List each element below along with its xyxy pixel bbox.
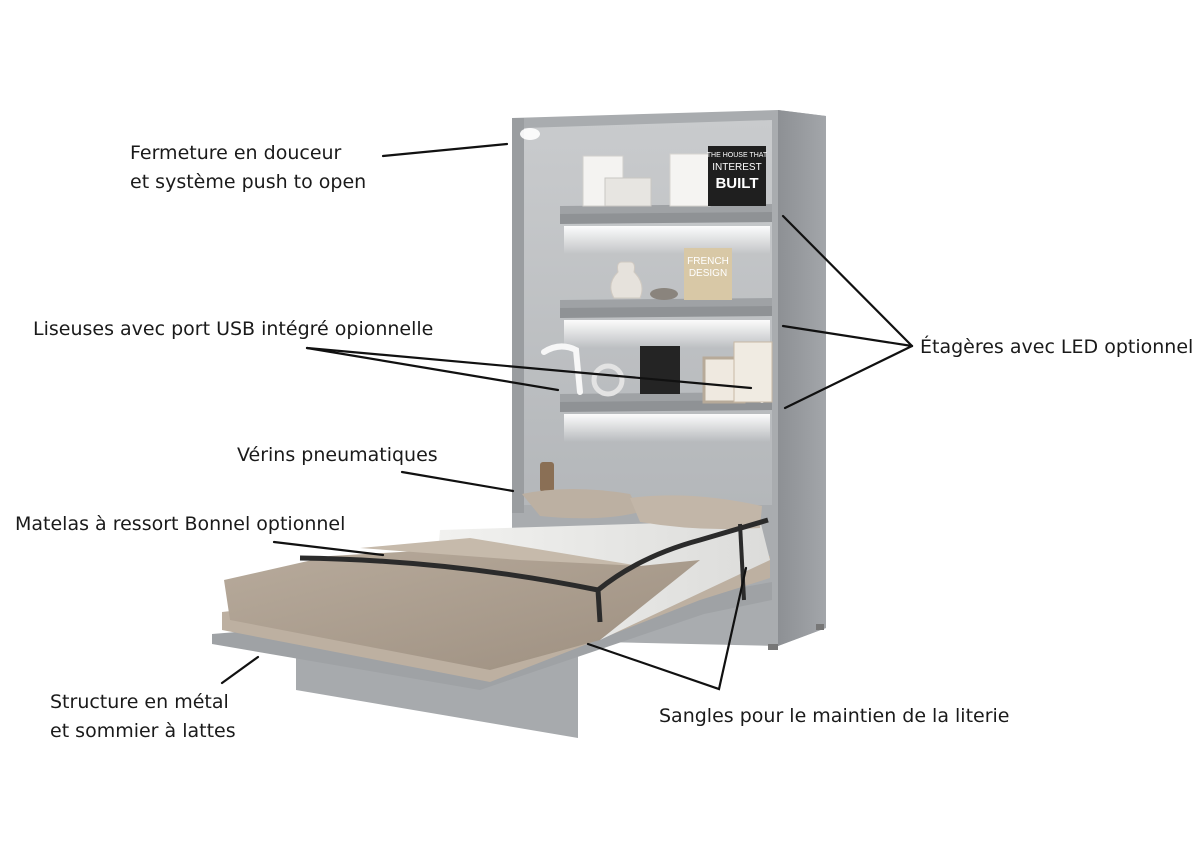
cabinet-side-panel [778, 110, 826, 646]
sculpture [650, 288, 678, 300]
book-black [640, 346, 680, 394]
book-french-design [684, 248, 732, 300]
callout-lamp-right [305, 346, 753, 390]
callout-shelf-mid [781, 324, 914, 348]
shelf-2-front [560, 306, 772, 318]
book-lifestyle [669, 153, 711, 207]
label-soft-close: Fermeture en douceur et système push to … [130, 139, 366, 197]
label-metal-frame-line-1: Structure en métal [50, 691, 229, 713]
reading-lamp-left [541, 343, 583, 395]
callout-lamp-left [305, 346, 560, 392]
shelf-1-front [560, 212, 772, 224]
book-house-line-3: BUILT [715, 175, 758, 192]
label-mattress: Matelas à ressort Bonnel optionnel [15, 513, 346, 535]
led-strip-1 [564, 226, 770, 254]
book-photo [604, 177, 652, 207]
soft-close-light [520, 128, 540, 140]
label-shelves-led: Étagères avec LED optionnel [920, 336, 1194, 358]
strap-1 [299, 555, 603, 623]
blanket [224, 548, 700, 670]
label-soft-close-line-1: Fermeture en douceur [130, 142, 342, 164]
book-house-line-1: THE HOUSE THAT [707, 152, 768, 159]
blanket-fold [360, 538, 640, 566]
label-gas-pistons: Vérins pneumatiques [237, 444, 438, 466]
pillow-right [630, 495, 762, 530]
bed [212, 489, 772, 738]
vase [610, 261, 643, 299]
label-straps: Sangles pour le maintien de la literie [659, 705, 1010, 727]
callout-straps [586, 566, 748, 691]
headphones [591, 363, 625, 397]
strap-3 [738, 523, 746, 601]
label-reading-lamps: Liseuses avec port USB intégré opionnell… [33, 318, 434, 340]
label-metal-frame: Structure en métal et sommier à lattes [50, 688, 236, 746]
label-soft-close-line-2: et système push to open [130, 171, 367, 193]
callout-gas-pistons [400, 470, 515, 493]
book-french-design-line-2: DESIGN [689, 268, 727, 279]
pillow-left [522, 489, 640, 519]
callout-shelf-bottom [783, 344, 914, 410]
callout-lines [220, 142, 914, 691]
callout-mattress [272, 540, 385, 557]
callout-frame [220, 655, 260, 685]
book-french-design-line-1: FRENCH [687, 256, 729, 267]
book-house [708, 146, 766, 206]
callout-soft-close [381, 142, 509, 158]
led-strip-3 [564, 414, 770, 442]
gas-piston-bracket [540, 462, 554, 492]
strap-2 [596, 517, 769, 592]
cabinet-left-frame [512, 118, 524, 513]
book-house-line-2: INTEREST [712, 162, 761, 173]
cabinet-foot-right [768, 644, 778, 650]
callout-shelf-top [781, 214, 914, 348]
cabinet-foot-side [816, 624, 824, 630]
label-metal-frame-line-2: et sommier à lattes [50, 720, 236, 742]
art-frame [733, 341, 773, 403]
